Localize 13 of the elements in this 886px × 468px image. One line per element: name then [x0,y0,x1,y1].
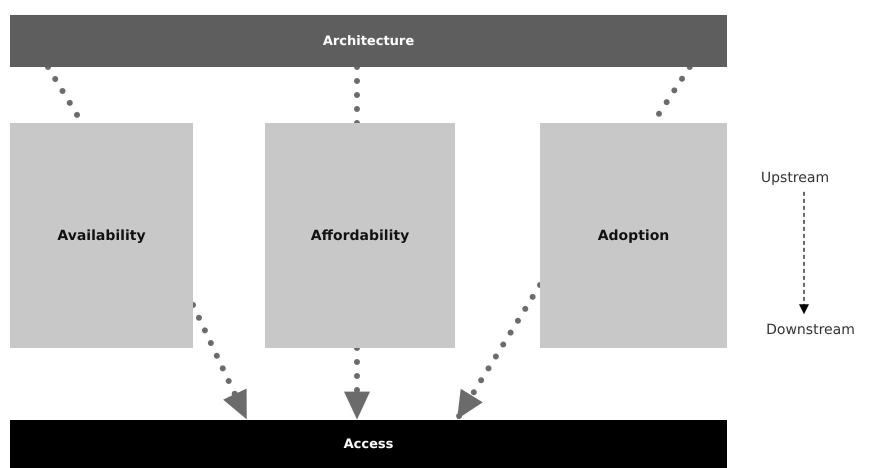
category-box [265,123,455,348]
category-box [540,123,727,348]
box-title: Access [344,436,394,452]
box-title: Affordability [310,228,410,244]
box-title: Architecture [322,34,414,48]
title-bar [10,420,727,468]
stage-label: Upstream [760,170,830,186]
box-title: Availability [57,228,146,244]
title-bar [10,15,727,67]
box-title: Adoption [598,228,670,244]
category-box [10,123,193,348]
dashed-arrow [799,192,809,314]
stage-label: Downstream [766,322,855,338]
